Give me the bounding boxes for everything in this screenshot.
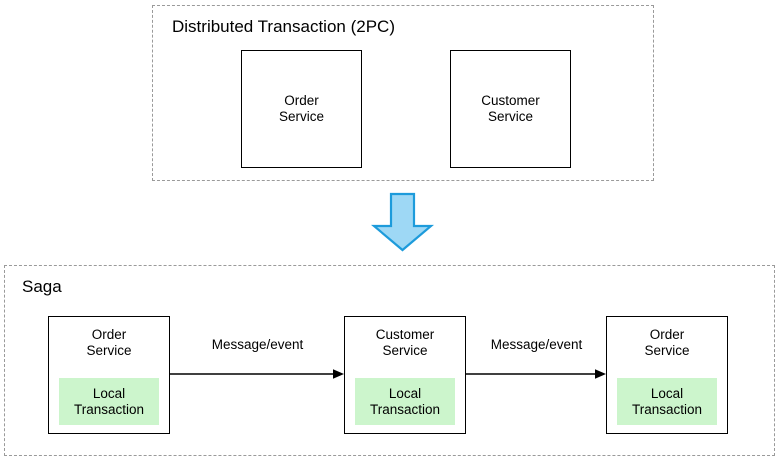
local-transaction-chip: Local Transaction bbox=[59, 378, 159, 425]
group-title-saga: Saga bbox=[22, 277, 62, 296]
service-label: Customer Service bbox=[481, 93, 540, 124]
group-title-distributed-transaction: Distributed Transaction (2PC) bbox=[172, 17, 395, 36]
service-label: Customer Service bbox=[375, 327, 435, 358]
message-event-label-1: Message/event bbox=[211, 337, 304, 352]
service-label: Order Service bbox=[86, 327, 132, 358]
service-label: Order Service bbox=[644, 327, 690, 358]
service-box-order-service-saga-1[interactable]: Order Service Local Transaction bbox=[48, 316, 170, 434]
message-event-label-2: Message/event bbox=[490, 337, 583, 352]
local-transaction-chip: Local Transaction bbox=[355, 378, 455, 425]
service-label: Order Service bbox=[278, 93, 324, 124]
group-distributed-transaction bbox=[152, 5, 654, 181]
service-box-customer-service-2pc[interactable]: Customer Service bbox=[450, 50, 571, 168]
service-box-order-service-saga-2[interactable]: Order Service Local Transaction bbox=[606, 316, 728, 434]
service-box-customer-service-saga[interactable]: Customer Service Local Transaction bbox=[344, 316, 466, 434]
message-arrow-1 bbox=[170, 368, 345, 380]
service-box-order-service-2pc[interactable]: Order Service bbox=[241, 50, 362, 168]
group-saga bbox=[4, 265, 775, 456]
local-transaction-chip: Local Transaction bbox=[617, 378, 717, 425]
message-arrow-2 bbox=[466, 368, 607, 380]
down-arrow-icon bbox=[371, 192, 434, 252]
